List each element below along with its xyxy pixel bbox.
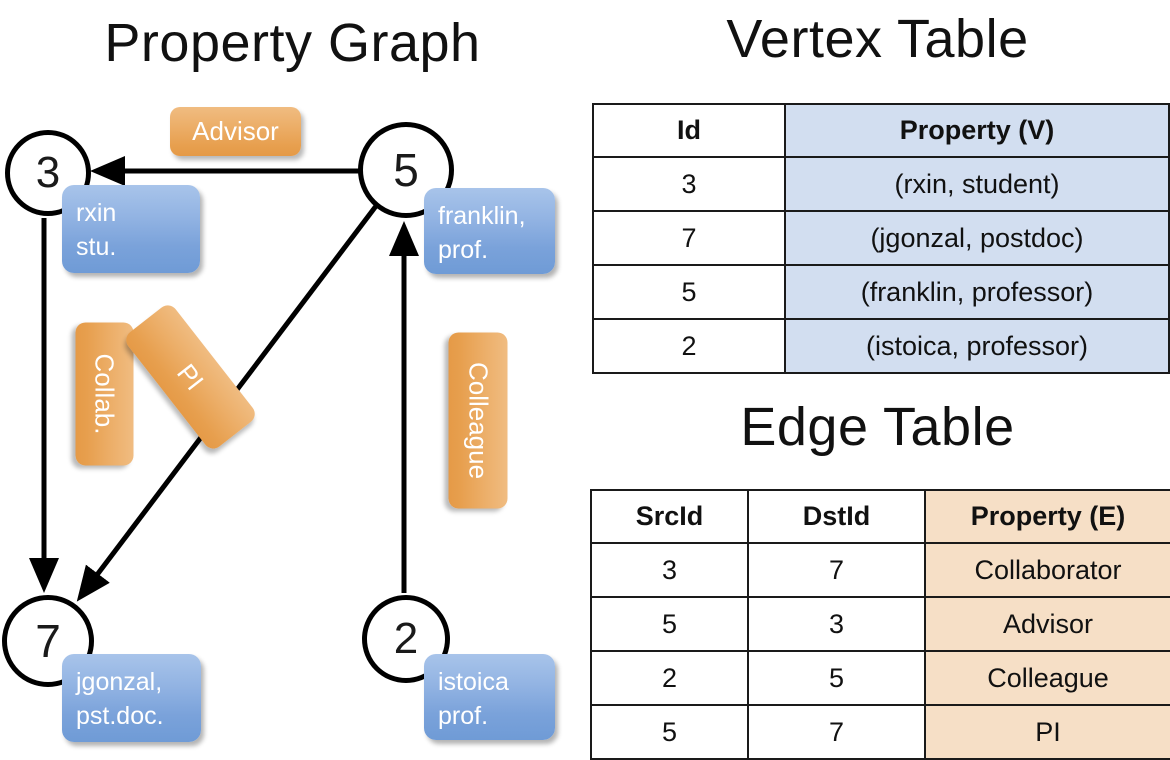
vertex-property-line-2: prof. — [438, 701, 489, 730]
vertex-cell-property: (jgonzal, postdoc) — [784, 210, 1170, 266]
vertex-cell-property: (istoica, professor) — [784, 318, 1170, 374]
vertex-table: Id Property (V) 3 (rxin, student) 7 (jgo… — [592, 103, 1170, 374]
vertex-cell-id: 3 — [592, 156, 786, 212]
vertex-table-header-id: Id — [592, 103, 786, 158]
table-row: 3 7 Collaborator — [590, 542, 1170, 598]
edge-cell-property: Collaborator — [924, 542, 1170, 598]
edge-cell-dstid: 7 — [747, 704, 926, 760]
table-row: 5 7 PI — [590, 704, 1170, 760]
vertex-cell-property: (rxin, student) — [784, 156, 1170, 212]
table-row: 2 (istoica, professor) — [592, 318, 1170, 374]
table-row: 5 (franklin, professor) — [592, 264, 1170, 320]
vertex-property-line-2: stu. — [76, 232, 117, 261]
table-row: 2 5 Colleague — [590, 650, 1170, 706]
edge-property-bubble-collab: Collab. — [75, 322, 134, 466]
vertex-property-bubble-7: jgonzal, pst.doc. — [62, 654, 201, 742]
edge-cell-property: Advisor — [924, 596, 1170, 652]
vertex-cell-property: (franklin, professor) — [784, 264, 1170, 320]
edge-cell-property: PI — [924, 704, 1170, 760]
edge-table-header-srcid: SrcId — [590, 489, 749, 544]
table-row: 3 (rxin, student) — [592, 156, 1170, 212]
vertex-cell-id: 7 — [592, 210, 786, 266]
table-row: 7 (jgonzal, postdoc) — [592, 210, 1170, 266]
edge-table-header-property: Property (E) — [924, 489, 1170, 544]
vertex-table-header-row: Id Property (V) — [592, 103, 1170, 158]
edge-cell-dstid: 7 — [747, 542, 926, 598]
vertex-property-line-2: prof. — [438, 235, 489, 264]
vertex-property-line-2: pst.doc. — [76, 701, 164, 730]
edge-cell-srcid: 2 — [590, 650, 749, 706]
vertex-property-line-1: jgonzal, — [76, 668, 163, 696]
vertex-property-line-1: rxin — [76, 199, 117, 227]
vertex-property-line-1: franklin, — [438, 202, 526, 230]
property-graph-diagram: 3 5 7 2 rxin stu. franklin, prof. jgonza… — [2, 107, 555, 742]
edge-table-header-row: SrcId DstId Property (E) — [590, 489, 1170, 544]
edge-table: SrcId DstId Property (E) 3 7 Collaborato… — [590, 489, 1170, 760]
edge-cell-dstid: 5 — [747, 650, 926, 706]
edge-property-bubble-advisor: Advisor — [170, 107, 301, 156]
edge-cell-dstid: 3 — [747, 596, 926, 652]
page-title-edge-table: Edge Table — [740, 397, 1015, 457]
graph-node-5[interactable]: 5 — [358, 122, 454, 218]
edge-cell-property: Colleague — [924, 650, 1170, 706]
vertex-property-bubble-3: rxin stu. — [62, 185, 200, 273]
graph-node-2[interactable]: 2 — [362, 595, 450, 683]
vertex-cell-id: 2 — [592, 318, 786, 374]
edge-cell-srcid: 5 — [590, 596, 749, 652]
edge-property-bubble-colleague: Colleague — [448, 332, 508, 509]
edge-cell-srcid: 5 — [590, 704, 749, 760]
vertex-property-line-1: istoica — [438, 668, 509, 696]
vertex-cell-id: 5 — [592, 264, 786, 320]
vertex-property-bubble-5: franklin, prof. — [424, 188, 555, 274]
edge-cell-srcid: 3 — [590, 542, 749, 598]
edge-table-header-dstid: DstId — [747, 489, 926, 544]
vertex-property-bubble-2: istoica prof. — [424, 654, 555, 740]
vertex-table-header-property: Property (V) — [784, 103, 1170, 158]
page-title-property-graph: Property Graph — [104, 13, 481, 73]
page-title-vertex-table: Vertex Table — [726, 9, 1029, 69]
table-row: 5 3 Advisor — [590, 596, 1170, 652]
